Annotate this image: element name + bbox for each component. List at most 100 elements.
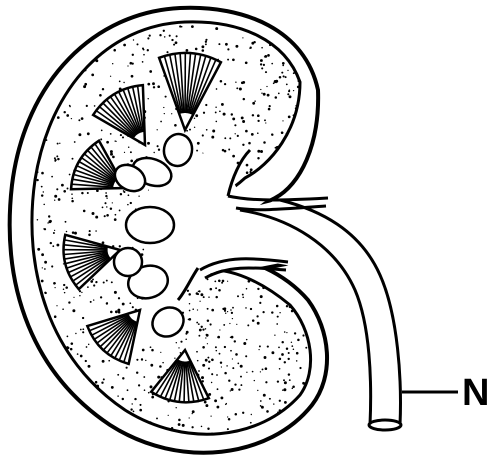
stipple-dot <box>80 423 82 425</box>
stipple-dot <box>164 36 166 38</box>
stipple-dot <box>198 335 200 337</box>
stipple-dot <box>304 430 305 431</box>
stipple-dot <box>49 220 52 223</box>
stipple-dot <box>116 447 118 449</box>
stipple-dot <box>238 388 240 390</box>
stipple-dot <box>271 351 274 354</box>
stipple-dot <box>215 346 217 348</box>
stipple-dot <box>106 141 109 144</box>
stipple-dot <box>232 307 234 309</box>
stipple-dot <box>282 62 285 65</box>
stipple-dot <box>31 442 33 444</box>
stipple-dot <box>210 415 211 416</box>
stipple-dot <box>319 141 320 142</box>
stipple-dot <box>72 309 75 312</box>
stipple-dot <box>297 339 300 342</box>
stipple-dot <box>286 83 288 85</box>
stipple-dot <box>227 428 229 430</box>
stipple-dot <box>254 380 255 381</box>
stipple-dot <box>34 348 36 350</box>
stipple-dot <box>66 347 68 349</box>
stipple-dot <box>122 303 125 306</box>
stipple-dot <box>264 119 266 121</box>
stipple-dot <box>66 231 68 233</box>
stipple-dot <box>43 191 44 192</box>
stipple-dot <box>196 150 198 152</box>
stipple-dot <box>41 253 44 256</box>
stipple-dot <box>108 448 110 450</box>
stipple-dot <box>127 389 129 391</box>
stipple-dot <box>104 215 106 217</box>
stipple-dot <box>156 417 158 419</box>
stipple-dot <box>306 25 309 28</box>
stipple-dot <box>207 357 209 359</box>
stipple-dot <box>54 58 56 60</box>
stipple-dot <box>62 394 64 396</box>
stipple-dot <box>210 323 212 325</box>
stipple-dot <box>245 130 248 133</box>
stipple-dot <box>313 63 315 65</box>
stipple-dot <box>260 400 262 402</box>
stipple-dot <box>39 380 41 382</box>
stipple-dot <box>106 22 109 25</box>
stipple-dot <box>47 445 50 448</box>
stipple-dot <box>152 82 155 85</box>
stipple-dot <box>117 309 120 312</box>
stipple-dot <box>216 406 219 409</box>
stipple-dot <box>216 374 218 376</box>
stipple-dot <box>292 386 295 389</box>
stipple-dot <box>269 105 271 107</box>
stipple-dot <box>67 393 70 396</box>
stipple-dot <box>165 96 167 98</box>
stipple-dot <box>234 340 236 342</box>
stipple-dot <box>227 59 229 61</box>
stipple-dot <box>65 417 67 419</box>
stipple-dot <box>256 315 258 317</box>
stipple-dot <box>102 207 104 209</box>
stipple-dot <box>259 345 261 347</box>
stipple-dot <box>38 41 41 44</box>
stipple-dot <box>105 18 107 20</box>
stipple-dot <box>21 32 23 34</box>
stipple-dot <box>286 347 288 349</box>
stipple-dot <box>249 171 251 173</box>
stipple-dot <box>252 114 254 116</box>
stipple-dot <box>293 114 295 116</box>
stipple-dot <box>189 417 190 418</box>
stipple-dot <box>139 409 142 412</box>
stipple-dot <box>159 365 162 368</box>
stipple-dot <box>232 318 233 319</box>
stipple-dot <box>195 114 198 117</box>
stipple-dot <box>299 429 301 431</box>
stipple-dot <box>234 124 236 126</box>
stipple-dot <box>87 286 89 288</box>
stipple-dot <box>246 164 249 167</box>
stipple-dot <box>58 198 61 201</box>
stipple-dot <box>54 29 56 31</box>
stipple-dot <box>71 193 73 195</box>
stipple-dot <box>219 353 221 355</box>
stipple-dot <box>83 22 84 23</box>
stipple-dot <box>25 432 27 434</box>
stipple-dot <box>288 352 290 354</box>
stipple-dot <box>24 384 27 387</box>
stipple-dot <box>71 118 72 119</box>
stipple-dot <box>31 70 33 72</box>
stipple-dot <box>102 241 105 244</box>
stipple-dot <box>51 176 53 178</box>
stipple-dot <box>80 28 81 29</box>
stipple-dot <box>24 105 26 107</box>
stipple-dot <box>39 25 41 27</box>
stipple-dot <box>222 308 224 310</box>
stipple-dot <box>78 119 80 121</box>
stipple-dot <box>291 342 292 343</box>
stipple-dot <box>202 346 205 349</box>
stipple-dot <box>88 344 89 345</box>
stipple-dot <box>262 368 264 370</box>
stipple-dot <box>85 424 87 426</box>
stipple-dot <box>77 18 78 19</box>
stipple-dot <box>39 61 42 64</box>
stipple-dot <box>215 27 218 30</box>
stipple-dot <box>45 139 47 141</box>
stipple-dot <box>48 423 50 425</box>
